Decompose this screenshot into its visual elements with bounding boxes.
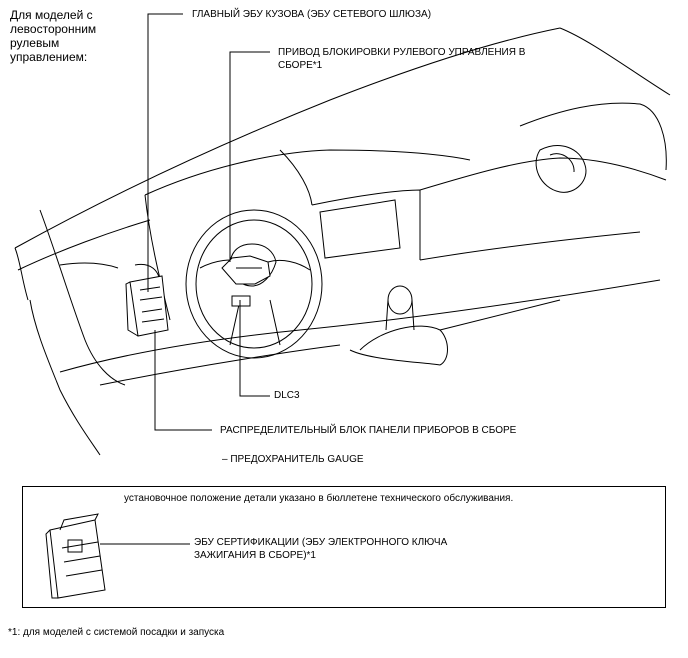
callout-steering-lock: ПРИВОД БЛОКИРОВКИ РУЛЕВОГО УПРАВЛЕНИЯ В …	[278, 47, 526, 71]
leader-main-body-ecu	[147, 13, 183, 292]
steering-lock-actuator	[221, 255, 271, 307]
steering-wheel	[185, 209, 323, 359]
leader-steering-lock	[229, 51, 270, 262]
callout-dlc3: DLC3	[274, 390, 300, 401]
callout-junction-block: РАСПРЕДЕЛИТЕЛЬНЫЙ БЛОК ПАНЕЛИ ПРИБОРОВ В…	[220, 425, 517, 436]
box-note: установочное положение детали указано в …	[124, 493, 514, 504]
leader-dlc3	[239, 300, 270, 397]
certification-ecu-drawing	[45, 513, 106, 599]
footnote: *1: для моделей с системой посадки и зап…	[8, 627, 225, 638]
service-bulletin-box	[22, 486, 666, 608]
gear-shifter	[349, 285, 561, 366]
callout-gauge-fuse: – ПРЕДОХРАНИТЕЛЬ GAUGE	[222, 454, 364, 465]
left-panel-outline	[14, 209, 161, 386]
junction-block	[125, 275, 169, 337]
callout-cert-ecu: ЭБУ СЕРТИФИКАЦИИ (ЭБУ ЭЛЕКТРОННОГО КЛЮЧА…	[194, 537, 448, 561]
callout-main-body-ecu: ГЛАВНЫЙ ЭБУ КУЗОВА (ЭБУ СЕТЕВОГО ШЛЮЗА)	[192, 9, 432, 20]
dashboard-outline	[14, 27, 671, 456]
header-note: Для моделей с левосторонним рулевым упра…	[10, 8, 97, 64]
leader-junction-block	[154, 330, 212, 431]
leader-lines	[147, 13, 270, 431]
